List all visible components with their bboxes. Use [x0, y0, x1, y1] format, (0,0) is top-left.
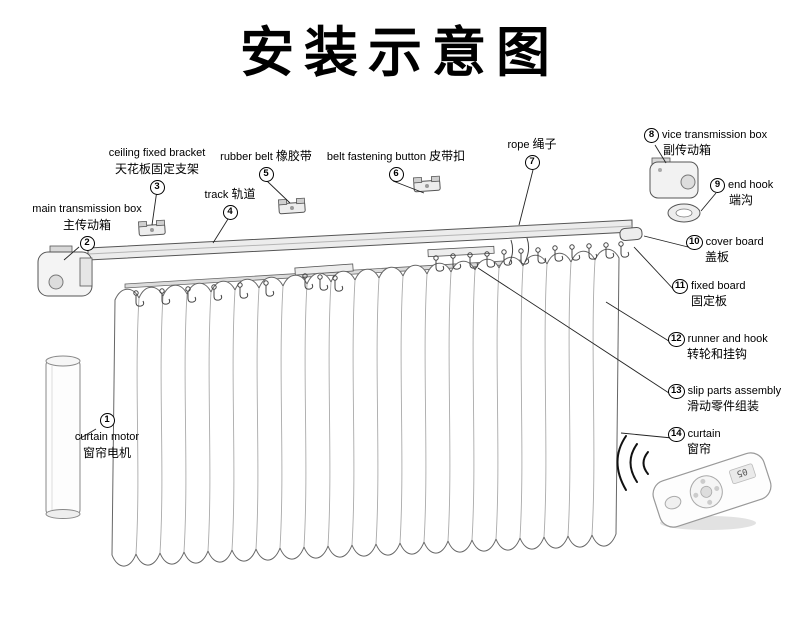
label-zh: 转轮和挂钩 [687, 347, 748, 361]
callout-14: 14 [668, 427, 685, 442]
label-en: fixed board [691, 280, 746, 293]
label-zh: 副传动箱 [663, 143, 712, 157]
callout-13: 13 [668, 384, 685, 399]
label-en: ceiling fixed bracket [108, 147, 206, 159]
label-zh: 端沟 [729, 193, 754, 207]
signal-waves-icon [616, 435, 649, 491]
label-en: main transmission box [32, 203, 142, 215]
rubber-belt-clamp [277, 197, 306, 215]
label-zh: 盖板 [705, 250, 730, 264]
callout-8: 8 [644, 128, 659, 143]
label-zh: 固定板 [691, 294, 728, 308]
leader-lines [63, 144, 717, 440]
label-zh: 轨道 [231, 187, 256, 201]
label-en: track [204, 189, 229, 201]
runner-carriage [294, 263, 354, 276]
callout-3: 3 [149, 179, 165, 195]
label-en: cover board [705, 236, 764, 249]
slip-parts-carriage [427, 245, 495, 258]
label-en: belt fastening button [326, 151, 426, 163]
callout-5: 5 [258, 166, 274, 182]
label-en: rubber belt [220, 151, 273, 163]
label-en: curtain motor [74, 431, 140, 443]
label-rubber-belt: rubber belt 橡胶带 5 [216, 149, 316, 182]
label-main-transmission-box: main transmission box 主传动箱 2 [22, 202, 152, 251]
label-en: end hook [728, 179, 774, 192]
rope [508, 237, 530, 265]
label-zh: 主传动箱 [62, 218, 111, 233]
label-en: vice transmission box [662, 129, 768, 142]
label-zh: 绳子 [532, 137, 557, 151]
main-transmission-box [37, 245, 93, 297]
label-zh: 滑动零件组装 [687, 399, 760, 413]
remote-screen-text: 05 [735, 465, 748, 478]
callout-12: 12 [668, 332, 685, 347]
label-zh: 窗帘 [687, 442, 712, 456]
callout-4: 4 [222, 204, 238, 220]
callout-9: 9 [710, 178, 725, 193]
label-en: rope [507, 139, 530, 151]
label-zh: 窗帘电机 [82, 446, 131, 461]
callout-11: 11 [672, 279, 689, 294]
remote-control: 05 [616, 435, 772, 530]
remote-button [664, 495, 682, 510]
label-zh: 橡胶带 [275, 149, 312, 163]
callout-10: 10 [686, 235, 703, 250]
vice-transmission-box [649, 157, 699, 199]
callout-1: 1 [99, 413, 115, 428]
callout-7: 7 [524, 154, 540, 170]
callout-2: 2 [79, 235, 95, 251]
remote-screen [729, 463, 756, 485]
label-belt-fastening-button: belt fastening button 皮带扣 6 [312, 149, 480, 182]
label-rope: rope 绳子 7 [500, 137, 564, 170]
label-curtain-motor: 1 curtain motor 窗帘电机 [62, 413, 152, 462]
end-hook-part [667, 203, 701, 223]
label-ceiling-fixed-bracket: ceiling fixed bracket 天花板固定支架 3 [94, 146, 220, 195]
curtain-motor [45, 355, 81, 519]
label-en: runner and hook [687, 333, 768, 346]
label-zh: 天花板固定支架 [114, 162, 199, 177]
callout-6: 6 [388, 166, 404, 182]
curtain [111, 248, 620, 567]
label-en: slip parts assembly [687, 385, 782, 398]
label-track: track 轨道 4 [194, 187, 266, 220]
track [87, 219, 633, 261]
label-zh: 皮带扣 [429, 149, 466, 163]
label-en: curtain [687, 428, 721, 441]
diagram-title: 安装示意图 [240, 21, 560, 84]
cover-board-part [619, 226, 643, 242]
